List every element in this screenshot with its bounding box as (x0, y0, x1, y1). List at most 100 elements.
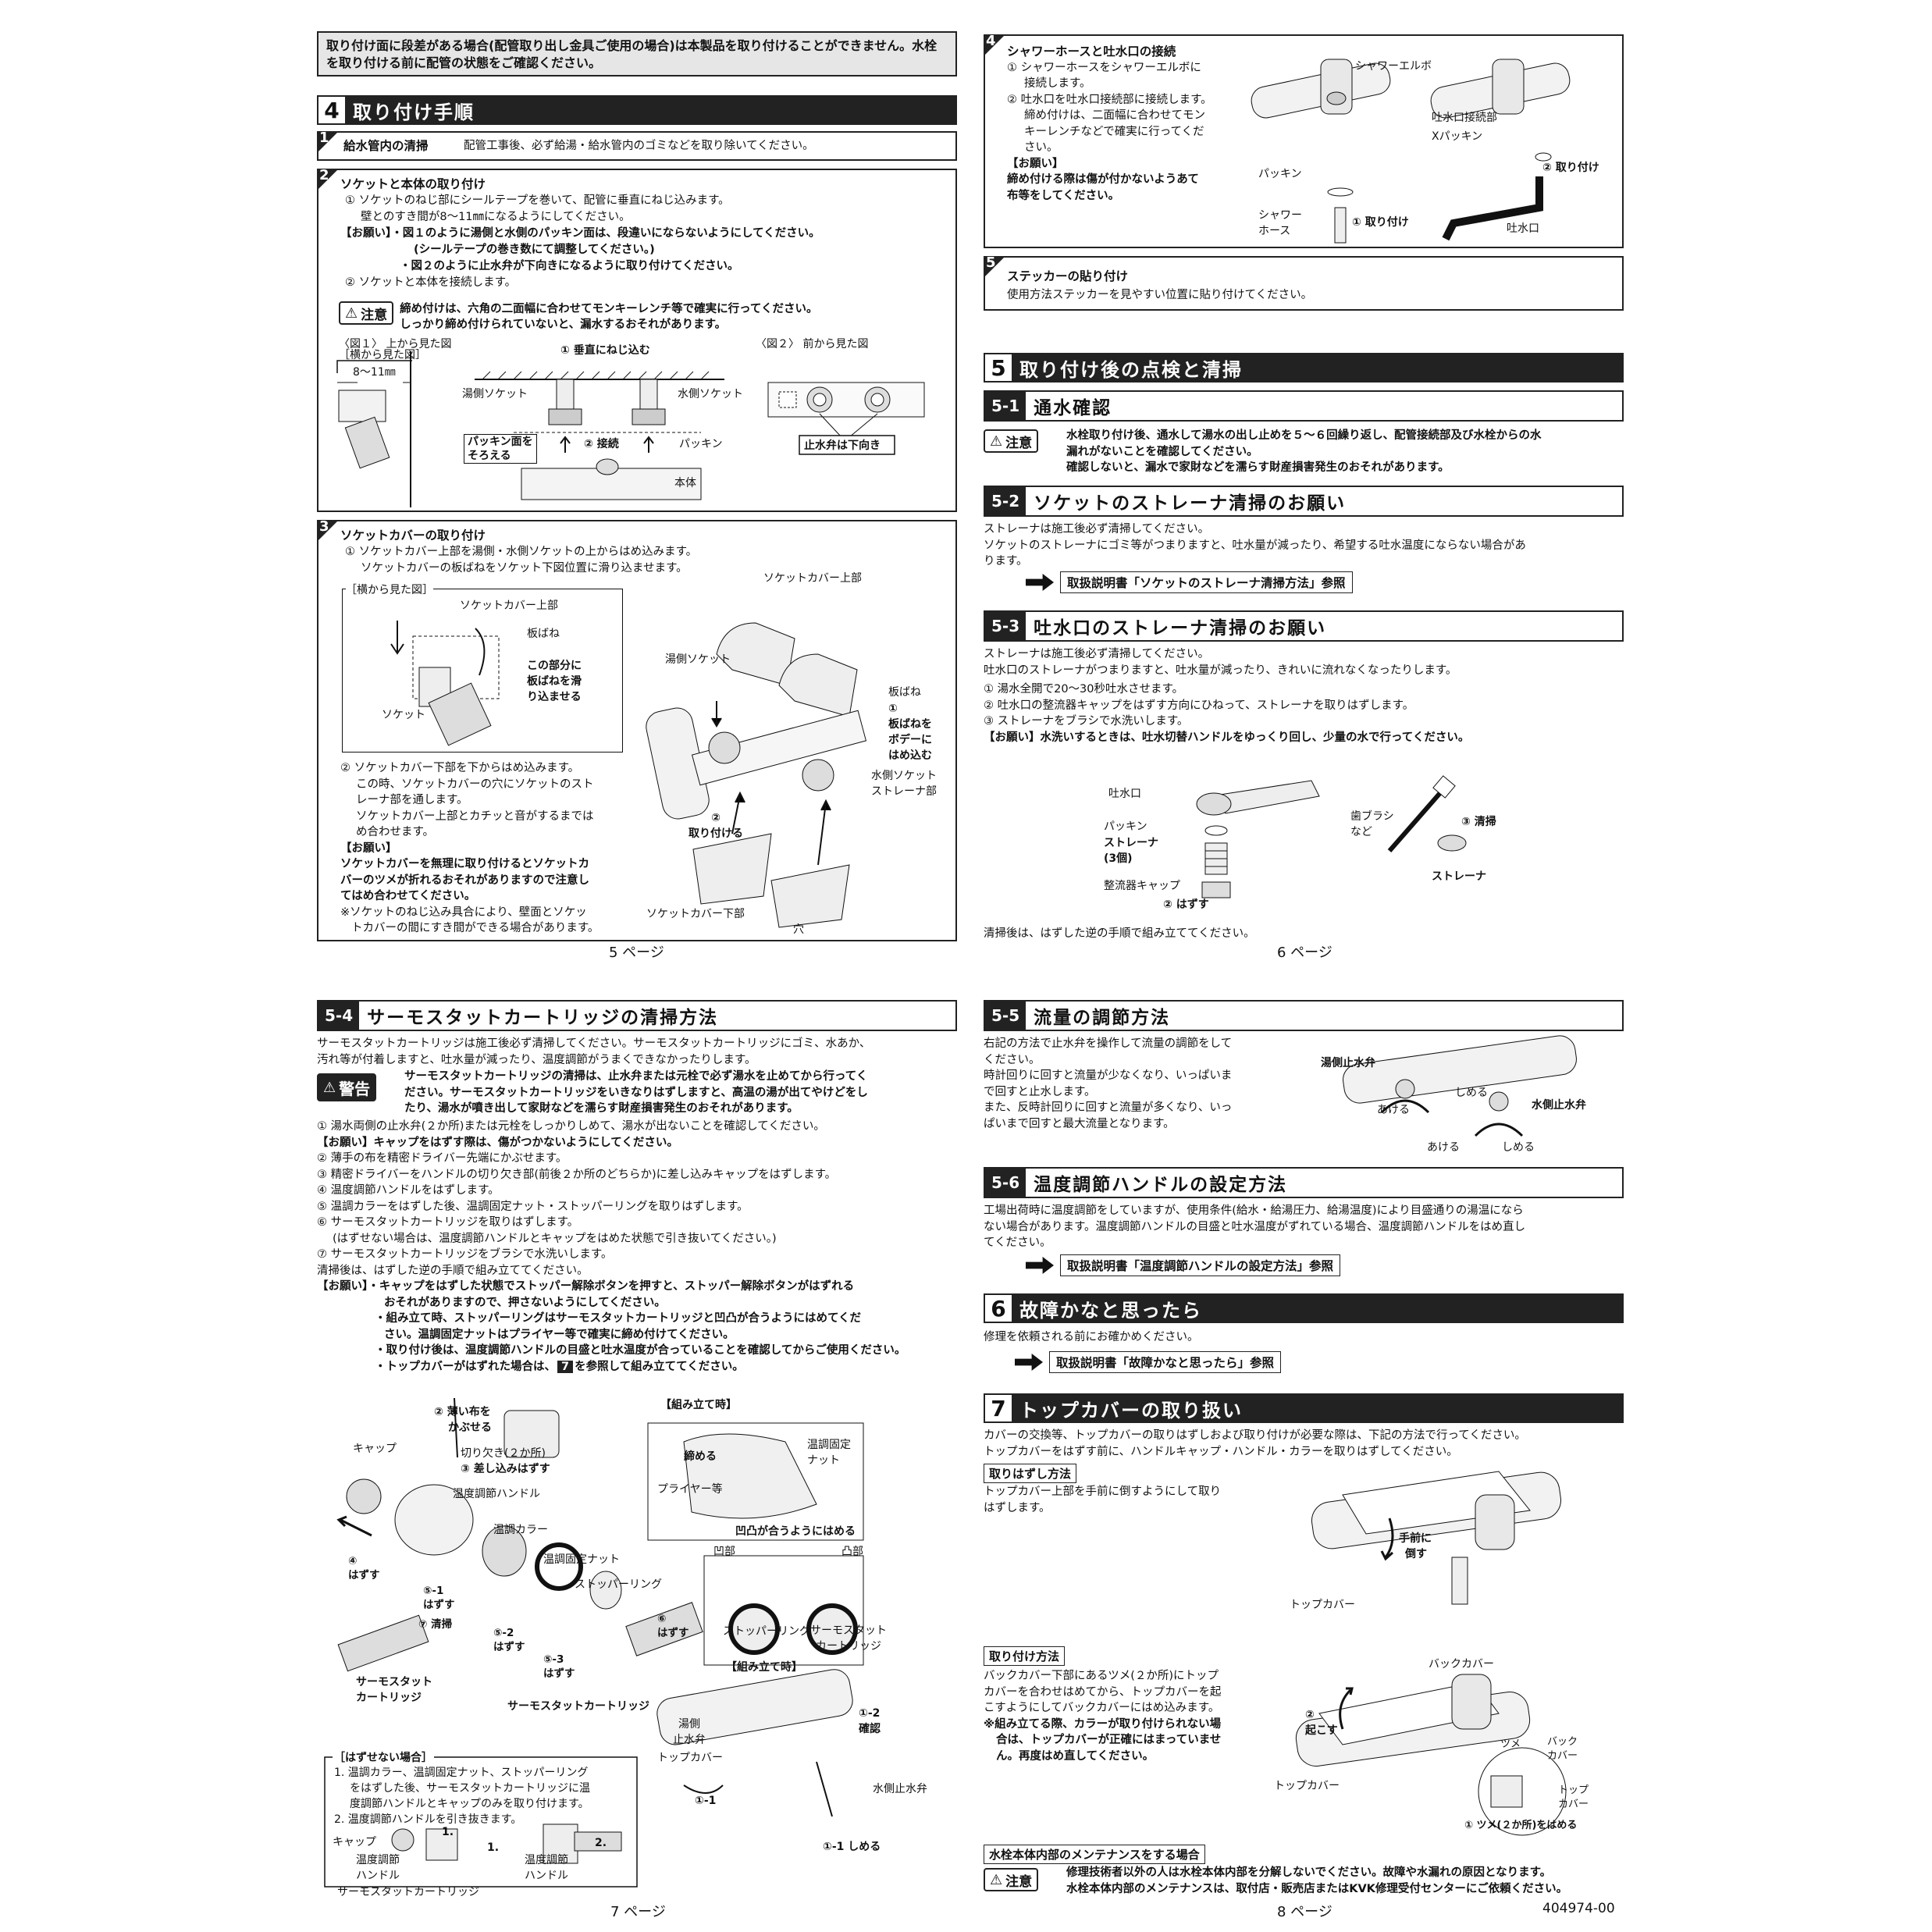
body-line: サーモスタットカートリッジは施工後必ず清掃してください。サーモスタットカートリッ… (317, 1037, 871, 1050)
close-2-label: ①-1 しめる (823, 1841, 881, 1853)
step-line: め合わせます。 (356, 826, 435, 838)
cold-socket-note: 水側ソケット ストレーナ部 (871, 768, 937, 799)
rm-line: はずす (543, 1667, 575, 1680)
body-line: ります。 (984, 555, 1028, 568)
raise-line: 起こす (1305, 1724, 1338, 1737)
fit-line: 板ばねを (888, 718, 932, 731)
cannot-line: 2. 温度調節ハンドルを引き抜きます。 (334, 1813, 522, 1826)
hv-line: 止水弁 (673, 1734, 706, 1746)
hot-valve-label: 湯側止水弁 (673, 1717, 706, 1748)
hot-socket-label: 湯側ソケット (462, 388, 528, 400)
side-view-frame: ［横から見た図］ ソケットカバー上部 板ばね この部分に 板ばねを滑 り込ませる… (342, 582, 623, 753)
thermo-line: サーモスタット (356, 1676, 432, 1688)
warning-triangle-icon: ⚠ (990, 432, 1003, 450)
request-line: ・取り付け後は、温度調節ハンドルの目盛と吐水温度が合っていることを確認してからご… (375, 1344, 906, 1357)
step-line: レーナ部を通します。 (356, 794, 468, 806)
remove-method-label: 取りはずし方法 (984, 1464, 1077, 1483)
body-line: 修理を依頼される前にお確かめください。 (984, 1331, 1199, 1343)
note-line: ※ソケットのねじ込み具合により、壁面とソケッ (340, 906, 587, 919)
subsection-number: 5-2 (985, 487, 1026, 515)
subsection-title: 通水確認 (1034, 398, 1112, 418)
fit-line: はめ込む (888, 749, 932, 762)
step-line: (はずせない場合は、温度調節ハンドルとキャップをはめた状態で引き抜いてください。… (333, 1232, 777, 1245)
packing-label: パッキン (1258, 168, 1302, 180)
warning-triangle-icon: ⚠ (323, 1079, 336, 1096)
step-line: 清掃後は、はずした逆の手順で組み立ててください。 (317, 1264, 589, 1277)
slide-line: り込ませる (527, 691, 582, 703)
document-number: 404974-00 (1542, 1901, 1615, 1916)
rm-line: ⑤-3 (543, 1653, 564, 1666)
body-line: 工場出荷時に温度調節をしていますが、使用条件(給水・給湯圧力、給湯温度)により目… (984, 1204, 1524, 1217)
socket-cover-assembly-figure (646, 622, 867, 928)
cover-top-label: ソケットカバー上部 (763, 572, 862, 585)
step-line: ② 吐水口を吐水口接続部に接続します。 (1007, 93, 1212, 106)
bc-line: バック (1547, 1736, 1578, 1748)
cover-bottom-label: ソケットカバー下部 (646, 908, 745, 920)
step-title: ソケットカバーの取り付け (340, 528, 486, 543)
step-title: ソケットと本体の取り付け (340, 177, 486, 191)
fit-tab-label: ① ツメ(２か所)をはめる (1464, 1820, 1578, 1831)
subsection-5-5-header: 5-5 流量の調節方法 (984, 1000, 1624, 1031)
step-line: ① ソケットカバー上部を湯側・水側ソケットの上からはめ込みます。 (345, 546, 698, 558)
step-two-label: 2. (595, 1837, 607, 1849)
shower-elbow-label: シャワーエルボ (1355, 60, 1432, 73)
body-line: はずします。 (984, 1501, 1051, 1514)
align-packing-box: パッキン面を そろえる (464, 434, 537, 464)
right-arrow-icon (1026, 574, 1054, 591)
close-label-1: しめる (1455, 1087, 1488, 1099)
body-line: ③ ストレーナをブラシで水洗いします。 (984, 715, 1189, 728)
strainer-label-2: ストレーナ (1432, 870, 1486, 883)
strainer-line: ストレーナ (1104, 837, 1158, 849)
body-line: ストレーナは施工後必ず清掃してください。 (984, 648, 1210, 660)
page-number: 7 ページ (610, 1904, 666, 1920)
tilt-line: 手前に (1399, 1532, 1432, 1545)
side-view-label: ［横から見た図］ (339, 349, 426, 361)
section-6-header: 6 故障かなと思ったら (984, 1293, 1624, 1323)
body-line: で回すと止水します。 (984, 1085, 1096, 1098)
request-line: おそれがありますので、押さないようにしてください。 (384, 1296, 666, 1309)
step-line: ③ 精密ドライバーをハンドルの切り欠き部(前後２か所のどちらか)に差し込みキャッ… (317, 1168, 837, 1181)
section-number: 4 (318, 97, 345, 123)
step-line: 接続します。 (1024, 77, 1091, 90)
body-line: てください。 (984, 1236, 1051, 1249)
check-line: ①-2 (859, 1707, 881, 1720)
cap-label: 整流器キャップ (1104, 880, 1180, 892)
warning-triangle-icon: ⚠ (990, 1871, 1003, 1888)
step-4-box: 4 シャワーホースと吐水口の接続 ① シャワーホースをシャワーエルボに 接続しま… (984, 34, 1624, 248)
slide-line: この部分に (527, 660, 582, 672)
warning-triangle-icon: ⚠ (345, 304, 358, 322)
figure-1-caption: 〈図１〉 上から見た図 (339, 338, 452, 350)
body-line: ください。 (984, 1053, 1041, 1066)
subsection-title: 流量の調節方法 (1034, 1008, 1171, 1028)
fit-label: 凹凸が合うようにはめる (735, 1525, 856, 1538)
step-1-box: 1 給水管内の清掃 配管工事後、必ず給湯・給水管内のゴミなどを取り除いてください… (317, 131, 957, 161)
subsection-5-3-header: 5-3 吐水口のストレーナ清掃のお願い (984, 610, 1624, 642)
spout-strainer-figure (1196, 775, 1467, 898)
body-line: トップカバー上部を手前に倒すようにして取り (984, 1485, 1222, 1498)
attach-1-label: ① 取り付け (1352, 216, 1409, 229)
cartridge-label: サーモスタットカートリッジ (810, 1623, 887, 1654)
thermo-line: カートリッジ (356, 1692, 422, 1704)
top-cover-remove-figure (1311, 1471, 1562, 1605)
step-line: ① ソケットのねじ部にシールテープを巻いて、配管に垂直にねじ込みます。 (345, 194, 730, 207)
step-5-box: 5 ステッカーの貼り付け 使用方法ステッカーを見やすい位置に貼り付けてください。 (984, 256, 1624, 311)
caution-line: 漏れがないことを確認してください。 (1066, 445, 1258, 458)
attach-line: 取り付ける (688, 827, 743, 840)
body-label: 本体 (674, 477, 696, 489)
request-line: 布等をしてください。 (1007, 189, 1120, 202)
step-title: 給水管内の清掃 (343, 139, 429, 153)
body-line: ストレーナは施工後必ず清掃してください。 (984, 523, 1210, 535)
section-ref-badge[interactable]: 7 (557, 1360, 574, 1373)
warning-line: たり、湯水が噴き出して家財などを濡らす財産損害発生のおそれがあります。 (404, 1102, 799, 1115)
insert-label: ③ 差し込みはずす (461, 1463, 550, 1475)
request-line: ・図２のように止水弁が下向きになるように取り付けてください。 (400, 260, 739, 272)
hole-label: 穴 (793, 923, 804, 936)
clean-label: ③ 清掃 (1461, 816, 1496, 828)
collar-label: 温調カラー (493, 1524, 548, 1536)
step-line: ① 湯水両側の止水弁(２か所)または元栓をしっかりしめて、湯水が出ないことを確認… (317, 1120, 825, 1133)
warning-line: サーモスタットカートリッジの清掃は、止水弁または元栓で必ず湯水を止めてから行って… (404, 1070, 868, 1083)
step-number: 2 (317, 169, 339, 190)
subsection-title: サーモスタットカートリッジの清掃方法 (367, 1008, 719, 1028)
